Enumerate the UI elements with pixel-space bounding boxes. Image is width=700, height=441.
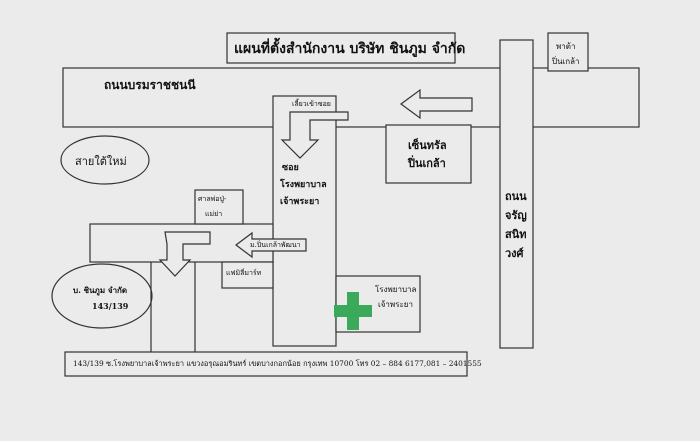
pata-label-2: ปิ่นเกล้า xyxy=(552,57,580,66)
shrine-box xyxy=(194,189,244,225)
hospital-cross-icon xyxy=(334,292,372,330)
address-text: 143/139 ซ.โรงพยาบาลเจ้าพระยา แขวงอรุณอมร… xyxy=(73,359,482,368)
soi-label-3: เจ้าพระยา xyxy=(280,197,320,207)
turn-arrow-icon xyxy=(280,111,349,159)
charansanitwong-label-3: สนิท xyxy=(505,228,527,241)
company-ellipse xyxy=(51,263,153,329)
pata-box xyxy=(547,32,589,72)
new-southern-label: สายใต้ใหม่ xyxy=(75,155,127,168)
address-box xyxy=(64,351,468,377)
soi-label-1: ซอย xyxy=(282,163,299,173)
charansanitwong-label-2: จรัญ xyxy=(505,209,527,222)
shrine-label-2: แม่ย่า xyxy=(205,210,223,218)
hospital-label-2: เจ้าพระยา xyxy=(378,300,413,309)
company-label-1: บ. ชินภูม จำกัด xyxy=(73,285,128,295)
new-southern-ellipse xyxy=(60,135,150,185)
charansanitwong-label-4: วงศ์ xyxy=(505,247,524,260)
hospital-label-1: โรงพยาบาล xyxy=(375,285,417,294)
boromrat-road xyxy=(62,67,640,128)
family-mart-label: แฟมิลี่มาร์ท xyxy=(226,269,262,277)
charansanitwong-road xyxy=(499,39,534,349)
boromrat-label: ถนนบรมราชชนนี xyxy=(104,78,196,92)
company-label-2: 143/139 xyxy=(92,301,129,311)
title-box xyxy=(226,32,456,64)
shrine-label-1: ศาลพ่อปู่- xyxy=(198,195,227,203)
soi-label-2: โรงพยาบาล xyxy=(280,180,327,190)
left-arrow-icon xyxy=(399,88,473,120)
pata-label-1: พาต้า xyxy=(556,42,576,51)
down-arrow-icon xyxy=(158,231,211,277)
village-label: ม.ปิ่นเกล้าพัฒนา xyxy=(250,241,301,249)
central-label-1: เซ็นทรัล xyxy=(408,139,447,152)
turn-label: เลี้ยวเข้าซอย xyxy=(292,100,331,108)
side-left-arrow-icon xyxy=(235,231,307,259)
charansanitwong-label-1: ถนน xyxy=(505,190,527,203)
central-box xyxy=(385,124,472,184)
central-label-2: ปิ่นเกล้า xyxy=(408,157,446,170)
family-mart-box xyxy=(221,261,274,289)
page-title: แผนที่ตั้งสำนักงาน บริษัท ชินภูม จำกัด xyxy=(234,41,466,57)
